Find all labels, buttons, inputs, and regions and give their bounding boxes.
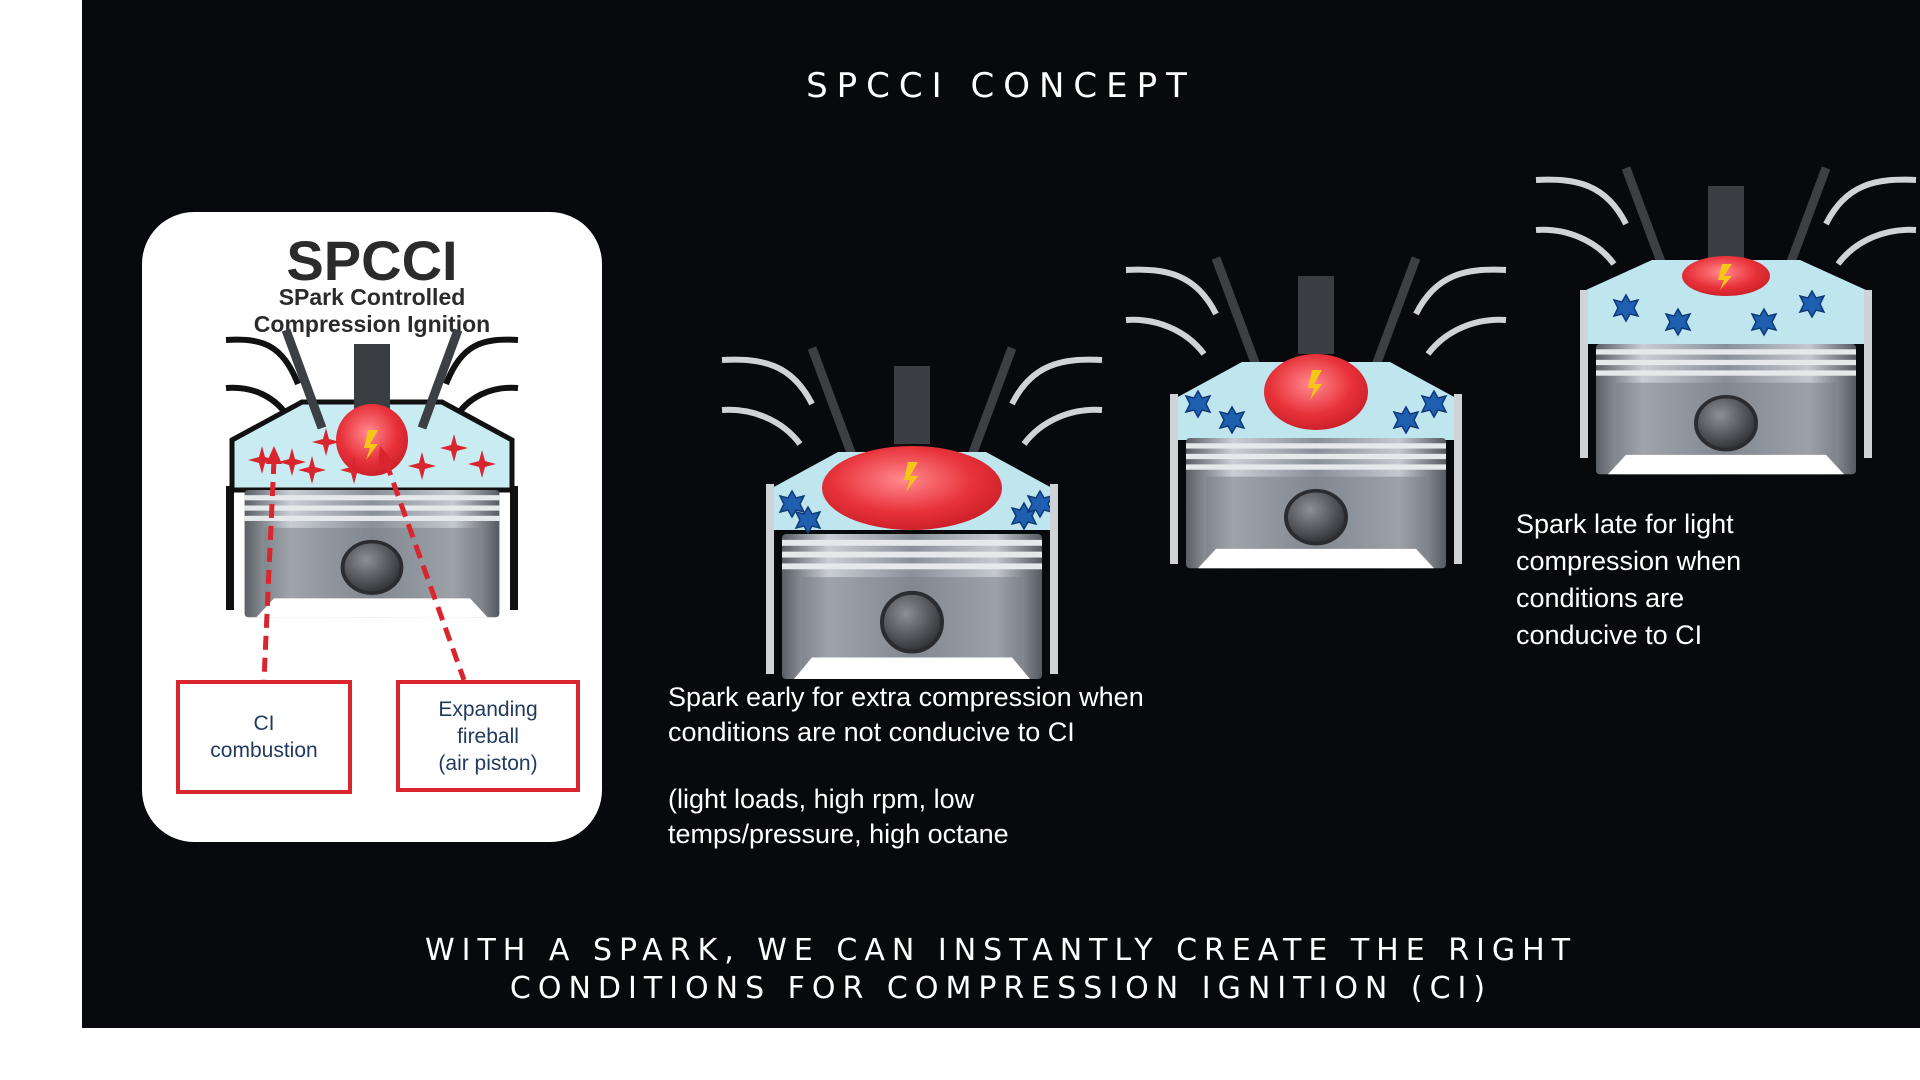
label-fireball-line2: fireball [457, 724, 519, 748]
label-fireball-line1: Expanding [438, 697, 538, 721]
card-engine-diagram [225, 328, 519, 681]
caption-note-line2: temps/pressure, high octane [668, 819, 1009, 849]
caption-late-line1: Spark late for light [1516, 509, 1734, 539]
card-title: SPCCI [286, 229, 458, 292]
engine-spark-early [692, 320, 1132, 682]
spcci-card: SPCCI SPark Controlled Compression Ignit… [142, 212, 602, 842]
caption-late-line4: conducive to CI [1516, 620, 1703, 650]
caption-spark-late: Spark late for light compression when co… [1516, 506, 1856, 654]
caption-spark-early: Spark early for extra compression when c… [668, 680, 1228, 750]
engine-spark-late [1506, 140, 1920, 477]
card-subtitle-line2: Compression Ignition [253, 311, 491, 337]
slide: SPCCI CONCEPT SPCCI SPark Controlled Com… [82, 0, 1920, 1028]
label-ci-line2: combustion [210, 739, 318, 762]
footer-line1: WITH A SPARK, WE CAN INSTANTLY CREATE TH… [424, 933, 1578, 968]
caption-conditions-note: (light loads, high rpm, low temps/pressu… [668, 782, 1228, 852]
card-subtitle-line1: SPark Controlled [278, 284, 466, 310]
caption-late-line3: conditions are [1516, 583, 1685, 613]
card-subtitle: SPark Controlled Compression Ignition [142, 284, 602, 338]
caption-early-line1: Spark early for extra compression when [668, 682, 1144, 712]
label-ci-line1: CI [253, 712, 275, 735]
label-ci-combustion: CI combustion [176, 680, 352, 794]
label-fireball-line3: (air piston) [438, 751, 538, 775]
footer-line2: CONDITIONS FOR COMPRESSION IGNITION (CI) [509, 971, 1493, 1006]
caption-early-line2: conditions are not conducive to CI [668, 717, 1075, 747]
caption-late-line2: compression when [1516, 546, 1742, 576]
slide-title: SPCCI CONCEPT [806, 66, 1196, 106]
engine-spark-mid [1096, 230, 1536, 571]
label-expanding-fireball: Expanding fireball (air piston) [396, 680, 580, 792]
caption-note-line1: (light loads, high rpm, low [668, 784, 975, 814]
slide-footer: WITH A SPARK, WE CAN INSTANTLY CREATE TH… [82, 932, 1920, 1008]
